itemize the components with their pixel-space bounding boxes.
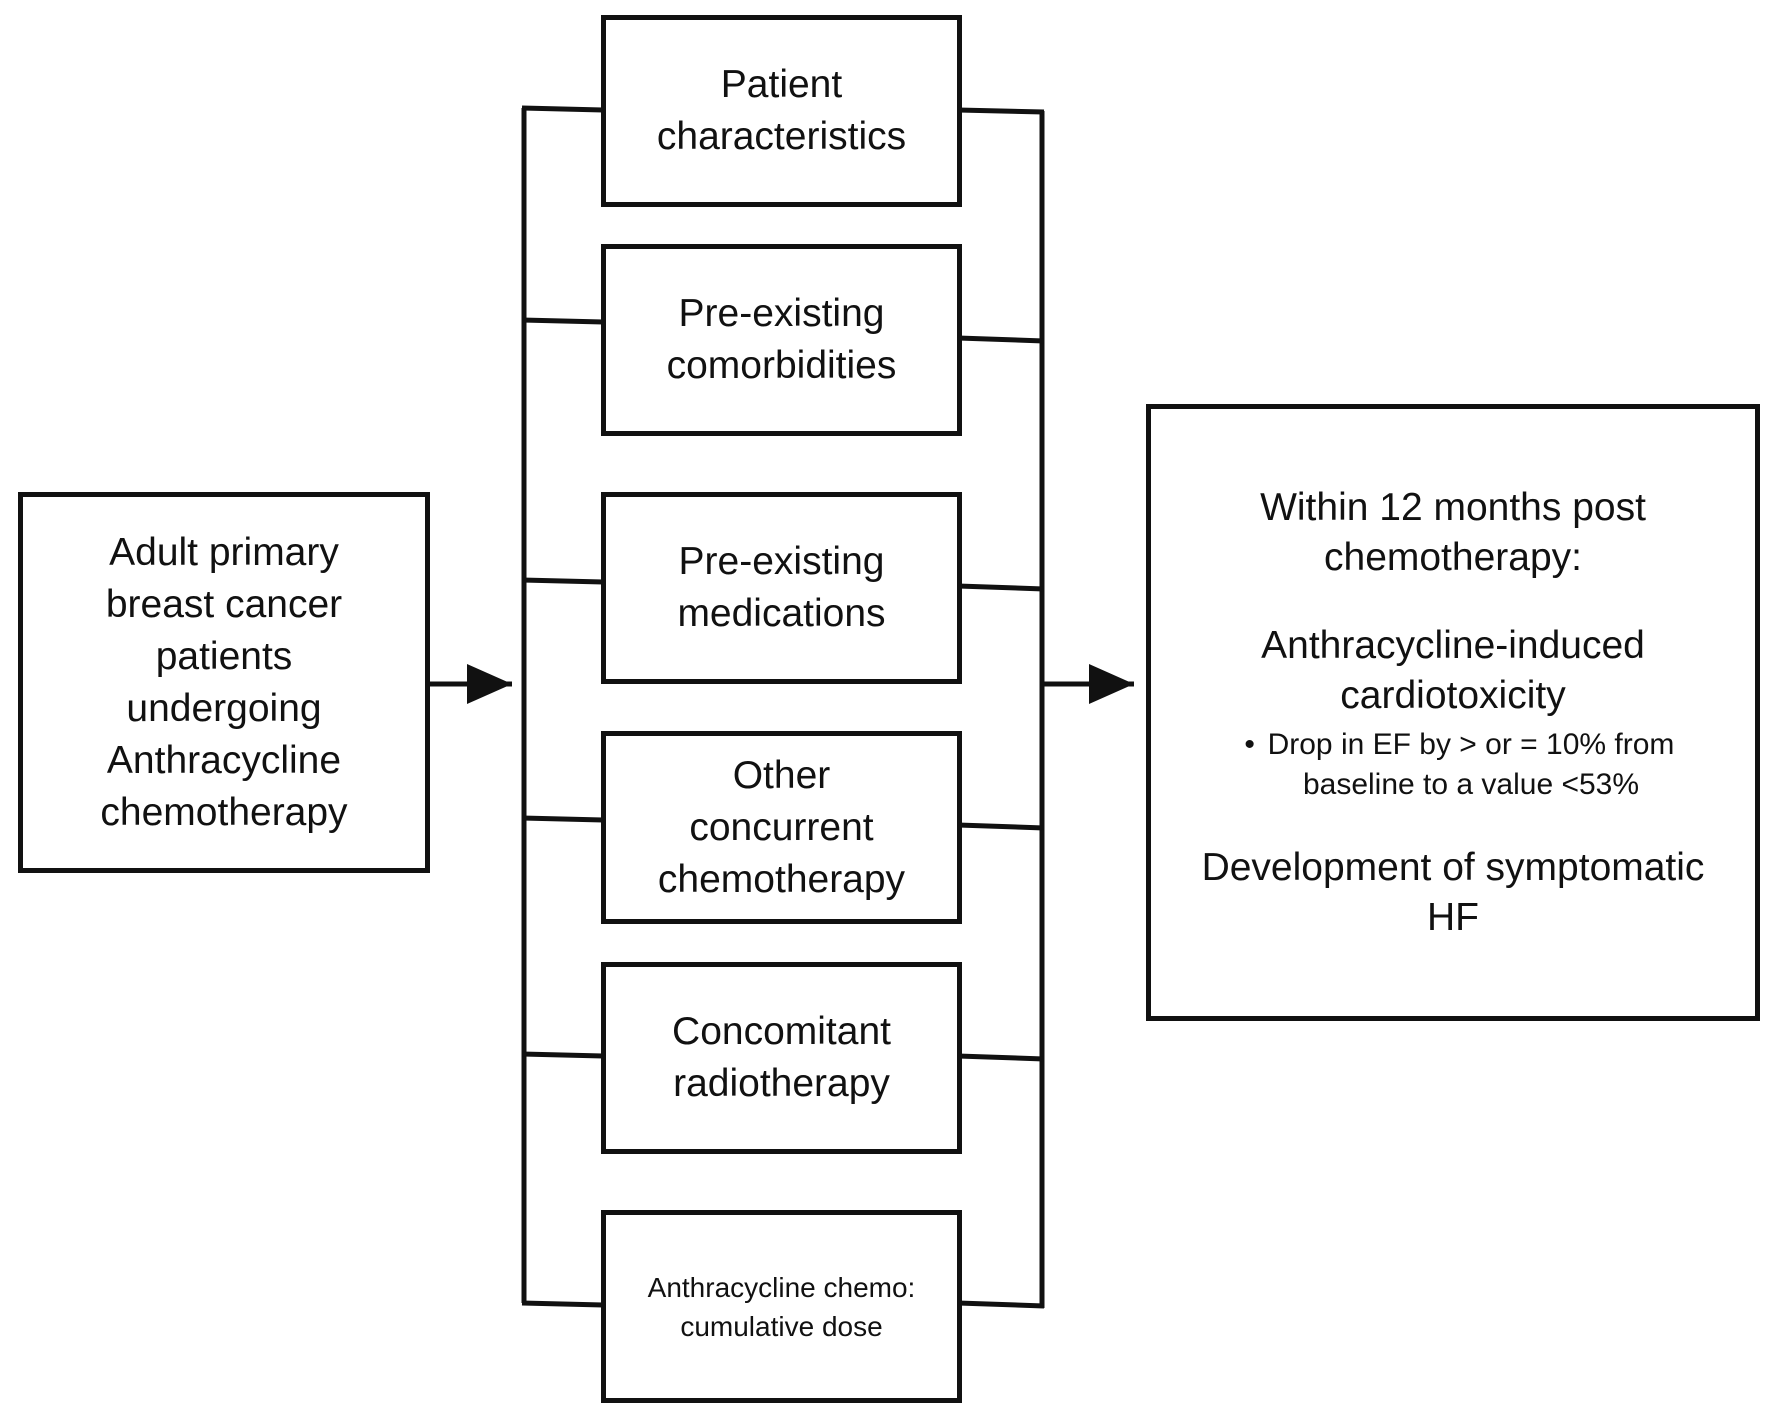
left-stub-3 xyxy=(521,577,604,585)
factor-label: Other concurrent chemotherapy xyxy=(657,753,906,901)
right-stub-1 xyxy=(957,107,1045,115)
factor-label: Anthracycline chemo: cumulative dose xyxy=(647,1271,916,1342)
factor-label: Pre-existing comorbidities xyxy=(666,292,897,387)
factor-box-concomitant-radiotherapy: Concomitant radiotherapy xyxy=(601,962,962,1154)
factor-box-pre-existing-medications: Pre-existing medications xyxy=(601,492,962,684)
factor-label: Concomitant radiotherapy xyxy=(672,1010,891,1105)
right-stub-3 xyxy=(957,583,1045,592)
right-stub-4 xyxy=(957,822,1045,831)
population-label: Adult primary breast cancer patients und… xyxy=(100,530,348,834)
right-stub-2 xyxy=(957,335,1045,344)
outcome-criterion: Drop in EF by > or = 10% from baseline t… xyxy=(1267,727,1675,801)
bullet-icon: • xyxy=(1244,727,1255,761)
factor-box-pre-existing-comorbidities: Pre-existing comorbidities xyxy=(601,244,962,436)
left-stub-1 xyxy=(521,105,604,113)
population-box: Adult primary breast cancer patients und… xyxy=(18,492,430,873)
factor-box-patient-characteristics: Patient characteristics xyxy=(601,15,962,207)
factor-box-anthracycline-cumulative-dose: Anthracycline chemo: cumulative dose xyxy=(601,1210,962,1403)
factor-label: Pre-existing medications xyxy=(677,540,886,635)
outcome-secondary: Development of symptomatic HF xyxy=(1201,845,1705,939)
outcome-criterion-row: • Drop in EF by > or = 10% from baseline… xyxy=(1151,725,1755,805)
left-stub-4 xyxy=(521,815,604,823)
left-stub-2 xyxy=(521,317,604,325)
right-stub-6 xyxy=(957,1300,1045,1309)
factor-label: Patient characteristics xyxy=(656,63,907,158)
factor-box-other-concurrent-chemotherapy: Other concurrent chemotherapy xyxy=(601,731,962,924)
left-stub-5 xyxy=(521,1051,604,1059)
outcome-primary: Anthracycline-induced cardiotoxicity xyxy=(1261,623,1645,717)
right-stub-5 xyxy=(957,1053,1045,1062)
left-stub-6 xyxy=(521,1300,604,1308)
outcome-timeframe: Within 12 months post chemotherapy: xyxy=(1260,485,1646,579)
outcome-box: Within 12 months post chemotherapy: Anth… xyxy=(1146,404,1760,1021)
